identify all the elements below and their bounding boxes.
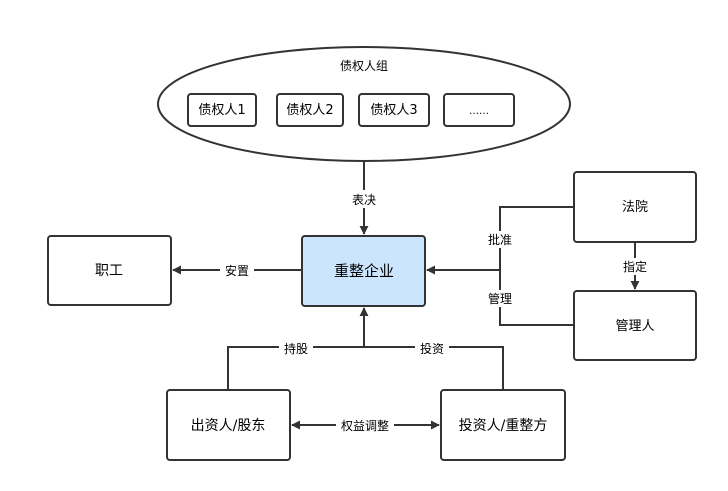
shareholders-label: 出资人/股东 [191,418,266,434]
vote-label-bg [347,190,381,208]
investment-label-bg [415,340,449,357]
rights-adjust-label-bg [336,417,394,434]
holding-label: 持股 [284,341,308,356]
creditor-2-box[interactable] [276,93,344,127]
court-label: 法院 [622,200,648,215]
approve-label-bg [483,231,517,248]
creditor-more-label: …… [469,106,489,117]
creditor-1-label: 债权人1 [198,102,245,118]
investment-label: 投资 [420,341,444,356]
approve-connector [499,206,574,270]
creditor-group-title: 债权人组 [340,59,388,73]
creditor-1-box[interactable] [187,93,257,127]
holding-label-bg [279,340,313,357]
employees-label: 职工 [95,263,123,279]
vote-label: 表决 [352,193,376,207]
appoint-label-bg [618,258,652,275]
manage-connector [499,270,574,326]
creditor-3-box[interactable] [358,93,430,127]
administrator-label: 管理人 [615,319,654,334]
investor-label: 投资人/重整方 [459,418,548,434]
creditor-3-label: 债权人3 [370,102,417,118]
creditor-more-box[interactable] [443,93,515,127]
creditor-2-label: 债权人2 [286,102,333,118]
appoint-label: 指定 [623,259,647,274]
investment-connector [364,346,504,390]
manage-label: 管理 [488,291,512,306]
manage-label-bg [483,290,517,307]
holding-connector [227,346,364,390]
rights-adjust-label: 权益调整 [341,418,389,433]
employees-node[interactable] [47,235,172,306]
reorg-company-label: 重整企业 [334,262,394,280]
approve-label: 批准 [488,232,512,247]
resettle-label: 安置 [225,263,249,278]
resettle-label-bg [220,262,254,279]
